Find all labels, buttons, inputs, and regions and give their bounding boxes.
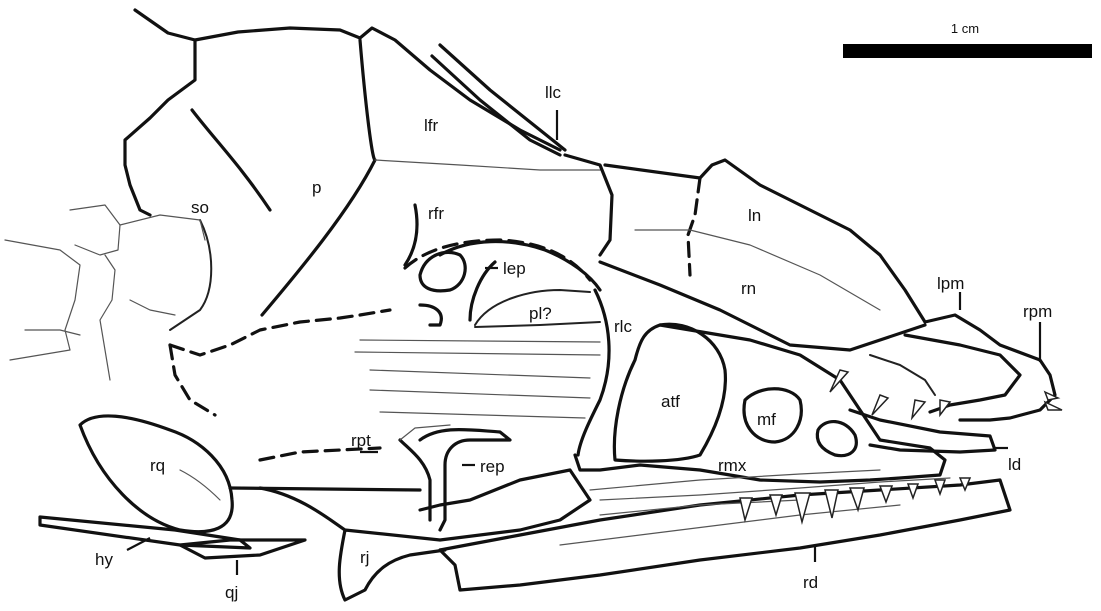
dorsal-outline — [125, 10, 195, 215]
pt-line-1 — [360, 340, 600, 342]
label-p: p — [312, 178, 321, 197]
label-ld: ld — [1008, 455, 1021, 474]
tooth — [850, 488, 864, 510]
label-llc: llc — [545, 83, 562, 102]
label-lfr: lfr — [424, 116, 439, 135]
tooth — [912, 400, 925, 418]
rq-inner — [180, 470, 220, 500]
label-rj: rj — [360, 548, 369, 567]
frag-3 — [100, 255, 115, 380]
label-rpt: rpt — [351, 431, 371, 450]
ln-rn-suture — [635, 230, 880, 310]
orbit — [355, 240, 609, 455]
tooth — [940, 400, 950, 415]
rd-outline — [440, 480, 1010, 590]
tooth — [872, 395, 888, 415]
snout-inner — [870, 355, 935, 395]
scale-bar: 1 cm — [843, 21, 1092, 58]
frag-2 — [5, 240, 80, 360]
tooth — [740, 498, 752, 520]
so-p-suture — [192, 110, 270, 210]
label-rn: rn — [741, 279, 756, 298]
nasal-dashed — [688, 178, 700, 275]
frag-4 — [120, 215, 205, 240]
label-rfr: rfr — [428, 204, 444, 223]
lep-circle — [420, 252, 465, 290]
label-qj: qj — [225, 583, 238, 602]
lfr-rfr-suture — [375, 160, 600, 170]
small-hook — [420, 305, 441, 325]
tooth — [770, 495, 782, 515]
label-so: so — [191, 198, 209, 217]
opercular-fragments — [5, 205, 205, 380]
label-rep: rep — [480, 457, 505, 476]
jaw-bar — [230, 488, 420, 490]
label-pl: pl? — [529, 304, 552, 323]
tooth — [795, 493, 810, 522]
tooth — [880, 486, 892, 502]
orbit-rim — [405, 240, 590, 280]
label-mf: mf — [757, 410, 776, 429]
label-lep: lep — [503, 259, 526, 278]
scale-bar-label: 1 cm — [951, 21, 979, 36]
frag-1 — [70, 205, 120, 255]
hy-bar — [40, 517, 250, 548]
dorsal-outline-top — [195, 28, 560, 150]
frag-5 — [130, 300, 175, 315]
skull-roof — [125, 10, 925, 350]
dashed-boundary — [170, 310, 390, 355]
label-rlc: rlc — [614, 317, 632, 336]
nasal-top — [605, 160, 925, 322]
label-atf: atf — [661, 392, 680, 411]
label-rq: rq — [150, 456, 165, 475]
so-lower — [170, 220, 211, 330]
label-hy: hy — [95, 550, 113, 569]
snout — [440, 315, 1055, 590]
label-rpm: rpm — [1023, 302, 1052, 321]
pt-line-2 — [355, 352, 600, 355]
label-rmx: rmx — [718, 456, 747, 475]
rep-outline — [400, 430, 510, 530]
frag-6 — [25, 330, 80, 335]
small-fenestra — [817, 422, 856, 456]
tooth — [908, 484, 918, 498]
rfr-lower — [405, 205, 417, 265]
tooth — [825, 490, 838, 518]
maxilla-upper — [575, 325, 945, 482]
rlc-bone — [578, 290, 609, 455]
teeth — [740, 370, 1062, 522]
scale-bar-line — [843, 44, 1092, 58]
rn-lower — [600, 262, 925, 350]
lower-posterior — [40, 416, 590, 600]
pt-line-4 — [370, 390, 590, 398]
label-rd: rd — [803, 573, 818, 592]
lep-bar — [470, 262, 495, 320]
pt-line-5 — [380, 412, 585, 418]
label-ln: ln — [748, 206, 761, 225]
pt-line-3 — [370, 370, 590, 378]
dashed-vertical — [170, 345, 215, 415]
tooth — [1045, 402, 1062, 410]
label-lpm: lpm — [937, 274, 964, 293]
rd-inner2 — [600, 500, 800, 515]
